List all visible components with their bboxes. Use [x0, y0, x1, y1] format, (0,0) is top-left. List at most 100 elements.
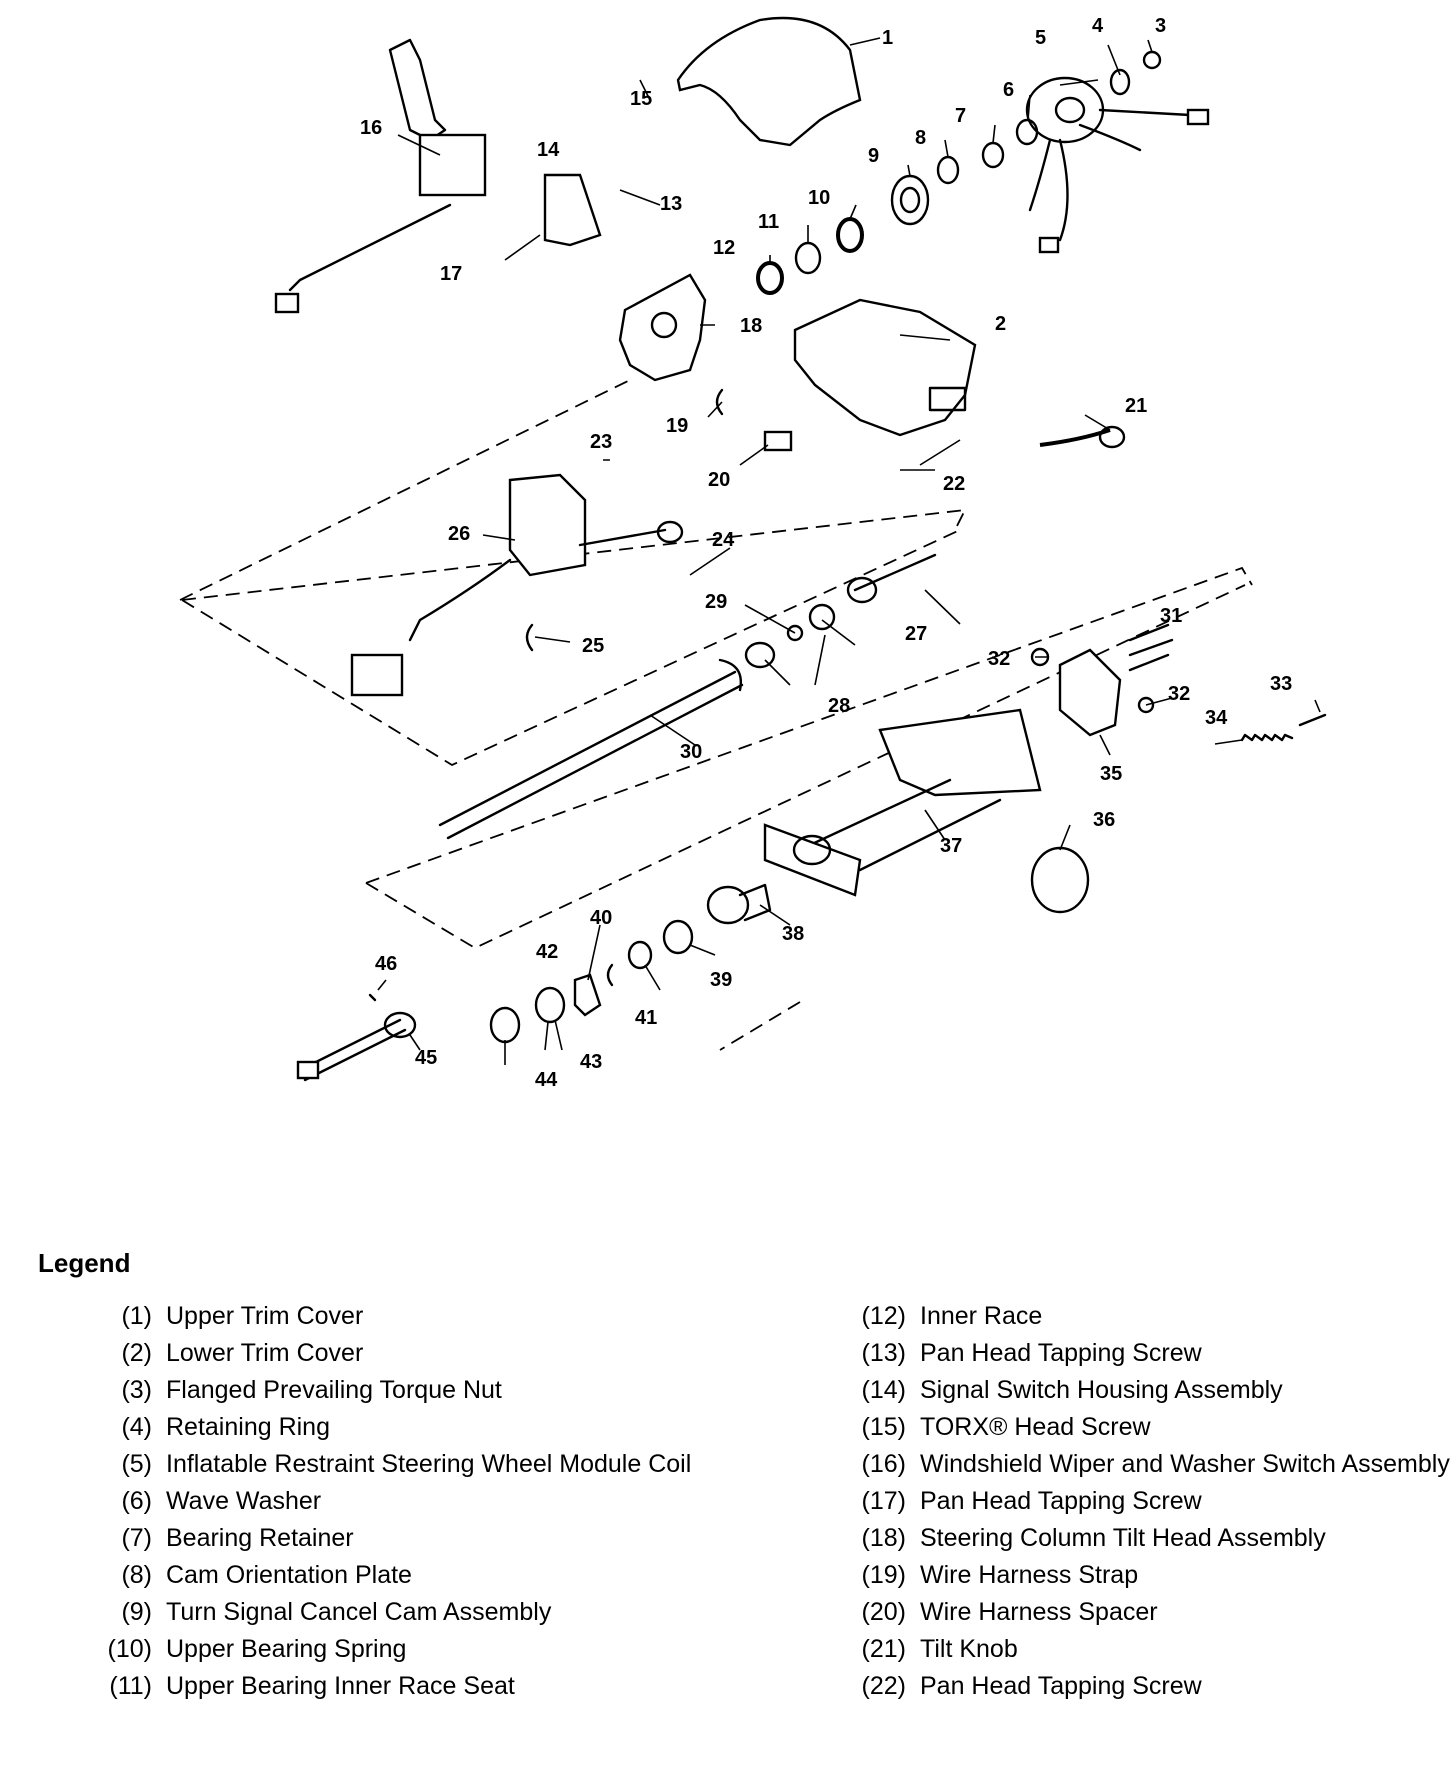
legend-item-name: Flanged Prevailing Torque Nut — [166, 1376, 502, 1404]
callout-3: 3 — [1155, 15, 1166, 37]
callout-40: 40 — [590, 907, 612, 929]
legend-item-name: Upper Bearing Inner Race Seat — [166, 1672, 515, 1700]
legend-item-number: (12) — [861, 1302, 906, 1330]
callout-20: 20 — [708, 469, 730, 491]
legend-item: (6)Wave Washer — [80, 1485, 700, 1517]
legend-item: (19) Wire Harness Strap — [834, 1559, 1454, 1591]
callout-10: 10 — [808, 187, 830, 209]
legend-item-number: (19) — [861, 1561, 906, 1589]
callout-18: 18 — [740, 315, 762, 337]
callout-35: 35 — [1100, 763, 1122, 785]
callout-16: 16 — [360, 117, 382, 139]
legend-item-number: (20) — [861, 1598, 906, 1626]
callout-43: 43 — [580, 1051, 602, 1073]
legend-item: (18)Steering Column Tilt Head Assembly — [834, 1522, 1454, 1554]
callout-23: 23 — [590, 431, 612, 453]
callout-11: 11 — [758, 211, 779, 233]
callout-32a: 32 — [988, 648, 1010, 670]
callout-28: 28 — [828, 695, 850, 717]
legend-item: (3) Flanged Prevailing Torque Nut — [80, 1374, 700, 1406]
legend-item-name: Upper Bearing Spring — [166, 1635, 407, 1663]
legend-item-name: Bearing Retainer — [166, 1524, 354, 1552]
legend-column-left: (1)Upper Trim Cover (2)Lower Trim Cover … — [80, 1300, 700, 1707]
callout-26: 26 — [448, 523, 470, 545]
legend-item-number: (5) — [121, 1450, 152, 1478]
callout-29: 29 — [705, 591, 727, 613]
legend-item-number: (17) — [861, 1487, 906, 1515]
legend-item-name: Wave Washer — [166, 1487, 322, 1515]
legend-item: (4)Retaining Ring — [80, 1411, 700, 1443]
legend-item: (9) Turn Signal Cancel Cam Assembly — [80, 1596, 700, 1628]
legend-item-name: Retaining Ring — [166, 1413, 330, 1441]
legend-item-name: Wire Harness Strap — [920, 1561, 1139, 1589]
legend-item-number: (10) — [107, 1635, 152, 1663]
callout-39: 39 — [710, 969, 732, 991]
legend-item-name: Inflatable Restraint Steering Wheel Modu… — [166, 1450, 692, 1478]
legend-item-number: (8) — [121, 1561, 152, 1589]
callout-32b: 32 — [1168, 683, 1190, 705]
legend-item: (11)Upper Bearing Inner Race Seat — [80, 1670, 700, 1702]
callout-25: 25 — [582, 635, 604, 657]
callout-37: 37 — [940, 835, 962, 857]
callout-5: 5 — [1035, 27, 1046, 49]
callout-22: 22 — [943, 473, 965, 495]
callout-1: 1 — [882, 27, 893, 49]
callout-30: 30 — [680, 741, 702, 763]
callout-15: 15 — [630, 88, 652, 110]
callout-24: 24 — [712, 529, 735, 551]
callout-9: 9 — [868, 145, 879, 167]
legend-item: (13)Pan Head Tapping Screw — [834, 1337, 1454, 1369]
legend-item-number: (16) — [861, 1450, 906, 1478]
legend-item-number: (18) — [861, 1524, 906, 1552]
legend-item-name: Cam Orientation Plate — [166, 1561, 412, 1589]
legend-item-number: (22) — [861, 1672, 906, 1700]
legend-item-name: Signal Switch Housing Assembly — [920, 1376, 1283, 1404]
callout-6: 6 — [1003, 79, 1014, 101]
legend-item: (16) Windshield Wiper and Washer Switch A… — [834, 1448, 1454, 1480]
callout-31: 31 — [1160, 605, 1182, 627]
legend-item-name: Tilt Knob — [920, 1635, 1018, 1663]
callout-4: 4 — [1092, 15, 1104, 37]
legend-item-name: Wire Harness Spacer — [920, 1598, 1158, 1626]
legend-item-number: (15) — [861, 1413, 906, 1441]
callout-12: 12 — [713, 237, 735, 259]
steering-column-exploded-diagram: 1 2 3 4 5 6 7 8 9 10 11 12 13 14 15 16 1… — [179, 15, 1327, 1091]
legend-item-name: Windshield Wiper and Washer Switch Assem… — [920, 1450, 1450, 1478]
callout-46: 46 — [375, 953, 397, 975]
legend-item-name: Pan Head Tapping Screw — [920, 1487, 1202, 1515]
legend-item-number: (1) — [121, 1302, 152, 1330]
legend-item-number: (3) — [121, 1376, 152, 1404]
legend-title: Legend — [38, 1248, 131, 1278]
legend-item: (21)Tilt Knob — [834, 1633, 1454, 1665]
legend-item-name: Lower Trim Cover — [166, 1339, 364, 1367]
legend-item-number: (13) — [861, 1339, 906, 1367]
legend-item-number: (2) — [121, 1339, 152, 1367]
legend-item: (14) Signal Switch Housing Assembly — [834, 1374, 1454, 1406]
legend-item: (8) Cam Orientation Plate — [80, 1559, 700, 1591]
callout-14: 14 — [537, 139, 560, 161]
legend-item-name: Upper Trim Cover — [166, 1302, 364, 1330]
legend-item: (22) Pan Head Tapping Screw — [834, 1670, 1454, 1702]
callout-45: 45 — [415, 1047, 437, 1069]
legend-item-name: Pan Head Tapping Screw — [920, 1672, 1202, 1700]
callout-36: 36 — [1093, 809, 1115, 831]
legend-item: (10) Upper Bearing Spring — [80, 1633, 700, 1665]
legend-item: (20) Wire Harness Spacer — [834, 1596, 1454, 1628]
callout-34: 34 — [1205, 707, 1228, 729]
legend-item: (12) Inner Race — [834, 1300, 1454, 1332]
callout-38: 38 — [782, 923, 804, 945]
legend-item-number: (7) — [121, 1524, 152, 1552]
legend-item-number: (14) — [861, 1376, 906, 1404]
legend-item-name: TORX® Head Screw — [920, 1413, 1151, 1441]
legend-item-number: (9) — [121, 1598, 152, 1626]
callout-41: 41 — [635, 1007, 657, 1029]
legend-item-name: Inner Race — [920, 1302, 1043, 1330]
callout-27: 27 — [905, 623, 927, 645]
legend-item: (17) Pan Head Tapping Screw — [834, 1485, 1454, 1517]
legend-item: (1) Upper Trim Cover — [80, 1300, 700, 1332]
callout-7: 7 — [955, 105, 966, 127]
legend-item-name: Turn Signal Cancel Cam Assembly — [166, 1598, 552, 1626]
callout-13: 13 — [660, 193, 682, 215]
legend-item: (7) Bearing Retainer — [80, 1522, 700, 1554]
callout-17: 17 — [440, 263, 462, 285]
